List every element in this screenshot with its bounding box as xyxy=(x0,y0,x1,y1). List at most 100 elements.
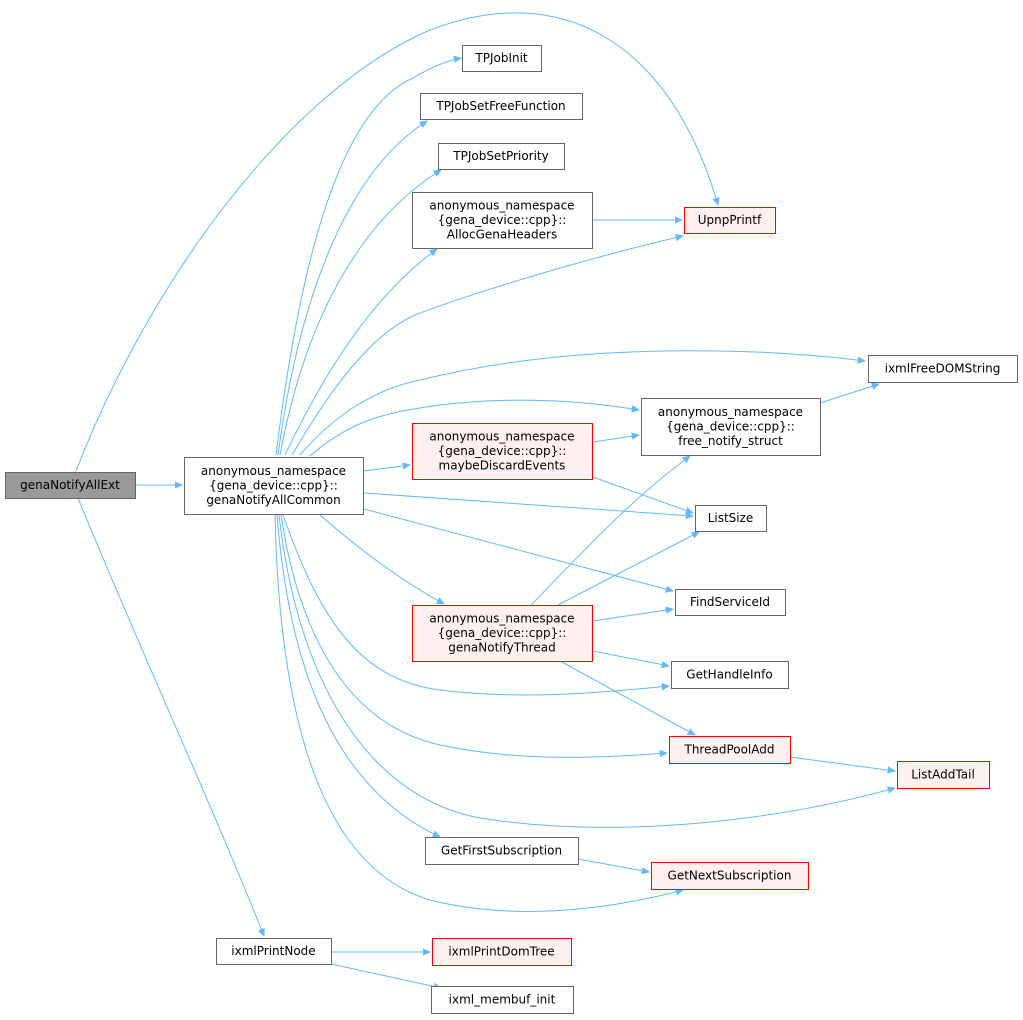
node-box xyxy=(651,862,809,890)
node-ListAddTail[interactable]: ListAddTail xyxy=(897,761,990,789)
node-free_notify_struct[interactable]: anonymous_namespace{gena_device::cpp}::f… xyxy=(641,398,821,456)
node-box xyxy=(695,505,767,532)
edge-genaNotifyThread-to-GetHandleInfo xyxy=(592,650,669,666)
node-label-line: ixml_membuf_init xyxy=(449,993,556,1007)
node-TPJobSetFreeFunction[interactable]: TPJobSetFreeFunction xyxy=(420,93,583,120)
node-label-line: GetHandleInfo xyxy=(686,668,772,682)
node-label-line: TPJobSetPriority xyxy=(452,149,548,163)
edge-genaNotifyAllExt-to-UpnpPrintf xyxy=(75,12,718,472)
edge-genaNotifyAllExt-to-ixmlPrintNode xyxy=(77,497,264,936)
node-label-line: TPJobInit xyxy=(474,51,528,65)
node-label-line: anonymous_namespace xyxy=(429,612,574,626)
node-box xyxy=(438,143,565,170)
node-ListSize[interactable]: ListSize xyxy=(695,505,767,532)
node-AllocGenaHeaders[interactable]: anonymous_namespace{gena_device::cpp}::A… xyxy=(412,192,593,249)
edge-genaNotifyAllCommon-to-maybeDiscardEvents xyxy=(363,465,410,472)
edge-genaNotifyAllCommon-to-FindServiceId xyxy=(363,508,673,591)
node-label-line: anonymous_namespace xyxy=(429,430,574,444)
edge-genaNotifyAllCommon-to-ThreadPoolAdd xyxy=(280,514,667,758)
node-label-line: AllocGenaHeaders xyxy=(447,228,557,242)
node-label-line: free_notify_struct xyxy=(678,434,783,448)
edge-maybeDiscardEvents-to-ListSize xyxy=(592,476,693,513)
node-box xyxy=(431,986,574,1014)
node-label-line: genaNotifyAllCommon xyxy=(206,493,340,507)
node-label-line: anonymous_namespace xyxy=(658,405,803,419)
edge-genaNotifyAllCommon-to-TPJobSetFreeFunction xyxy=(277,121,427,456)
node-label-line: {gena_device::cpp}:: xyxy=(209,479,338,493)
edge-genaNotifyAllCommon-to-genaNotifyThread xyxy=(319,514,444,604)
node-label-line: ListSize xyxy=(708,511,754,525)
node-ixmlPrintDomTree[interactable]: ixmlPrintDomTree xyxy=(432,938,572,966)
node-label-line: genaNotifyAllExt xyxy=(20,478,120,492)
node-genaNotifyAllCommon[interactable]: anonymous_namespace{gena_device::cpp}::g… xyxy=(184,457,364,515)
node-box xyxy=(675,589,786,616)
edge-genaNotifyAllCommon-to-TPJobSetPriority xyxy=(279,170,441,456)
edge-genaNotifyThread-to-ListSize xyxy=(557,532,699,606)
node-box xyxy=(897,761,990,789)
node-ixmlPrintNode[interactable]: ixmlPrintNode xyxy=(216,938,332,965)
node-label-line: ixmlPrintNode xyxy=(231,944,315,958)
edge-ixmlPrintNode-to-ixml_membuf_init xyxy=(330,963,441,988)
node-label-line: genaNotifyThread xyxy=(448,641,555,655)
node-ixmlFreeDOMString[interactable]: ixmlFreeDOMString xyxy=(868,355,1018,383)
edge-genaNotifyAllCommon-to-TPJobInit xyxy=(275,58,461,456)
edge-genaNotifyAllCommon-to-GetHandleInfo xyxy=(282,514,669,696)
node-TPJobSetPriority[interactable]: TPJobSetPriority xyxy=(438,143,565,170)
node-box xyxy=(425,837,579,865)
nodes-layer: genaNotifyAllExtanonymous_namespace{gena… xyxy=(5,45,1018,1014)
node-box xyxy=(420,93,583,120)
node-box xyxy=(216,938,332,965)
node-UpnpPrintf[interactable]: UpnpPrintf xyxy=(684,207,776,234)
node-ixml_membuf_init[interactable]: ixml_membuf_init xyxy=(431,986,574,1014)
node-box xyxy=(432,938,572,966)
node-box xyxy=(5,472,136,499)
node-FindServiceId[interactable]: FindServiceId xyxy=(675,589,786,616)
edge-genaNotifyAllCommon-to-UpnpPrintf xyxy=(291,236,683,456)
node-box xyxy=(684,207,776,234)
node-box xyxy=(412,192,593,249)
node-label-line: ixmlPrintDomTree xyxy=(448,945,554,959)
edge-maybeDiscardEvents-to-free_notify_struct xyxy=(592,435,639,443)
node-label-line: {gena_device::cpp}:: xyxy=(438,626,567,640)
edge-ThreadPoolAdd-to-ListAddTail xyxy=(789,756,895,771)
edge-genaNotifyAllCommon-to-GetNextSubscription xyxy=(274,514,683,912)
node-box xyxy=(412,423,593,480)
node-label-line: TPJobSetFreeFunction xyxy=(435,99,565,113)
edge-genaNotifyAllCommon-to-AllocGenaHeaders xyxy=(284,249,437,456)
edge-genaNotifyAllCommon-to-ixmlFreeDOMString xyxy=(299,350,865,456)
node-ThreadPoolAdd[interactable]: ThreadPoolAdd xyxy=(669,736,791,764)
edge-genaNotifyAllCommon-to-GetFirstSubscription xyxy=(276,514,440,838)
edge-genaNotifyAllCommon-to-free_notify_struct xyxy=(309,399,639,457)
node-label-line: GetNextSubscription xyxy=(668,869,792,883)
edge-genaNotifyThread-to-free_notify_struct xyxy=(530,456,690,606)
node-genaNotifyAllExt[interactable]: genaNotifyAllExt xyxy=(5,472,136,499)
edge-GetFirstSubscription-to-GetNextSubscription xyxy=(577,858,649,872)
node-label-line: FindServiceId xyxy=(690,595,770,609)
node-TPJobInit[interactable]: TPJobInit xyxy=(462,45,542,72)
node-genaNotifyThread[interactable]: anonymous_namespace{gena_device::cpp}::g… xyxy=(412,605,593,662)
node-label-line: {gena_device::cpp}:: xyxy=(438,213,567,227)
node-maybeDiscardEvents[interactable]: anonymous_namespace{gena_device::cpp}::m… xyxy=(412,423,593,480)
node-GetFirstSubscription[interactable]: GetFirstSubscription xyxy=(425,837,579,865)
node-box xyxy=(641,398,821,456)
edge-genaNotifyAllCommon-to-ListSize xyxy=(363,492,693,516)
node-box xyxy=(669,736,791,764)
node-label-line: ListAddTail xyxy=(911,768,975,782)
node-label-line: ixmlFreeDOMString xyxy=(885,362,1001,376)
node-label-line: anonymous_namespace xyxy=(201,464,346,478)
edge-genaNotifyAllCommon-to-ListAddTail xyxy=(278,514,895,828)
node-box xyxy=(412,605,593,662)
node-box xyxy=(462,45,542,72)
edge-free_notify_struct-to-ixmlFreeDOMString xyxy=(819,384,879,404)
node-label-line: anonymous_namespace xyxy=(429,199,574,213)
node-label-line: {gena_device::cpp}:: xyxy=(666,420,795,434)
node-GetHandleInfo[interactable]: GetHandleInfo xyxy=(671,661,789,689)
node-GetNextSubscription[interactable]: GetNextSubscription xyxy=(651,862,809,890)
node-box xyxy=(868,355,1018,383)
node-label-line: GetFirstSubscription xyxy=(441,844,562,858)
edges-layer xyxy=(75,12,895,988)
edge-genaNotifyThread-to-FindServiceId xyxy=(592,609,673,622)
node-label-line: {gena_device::cpp}:: xyxy=(438,444,567,458)
node-label-line: UpnpPrintf xyxy=(698,213,762,227)
